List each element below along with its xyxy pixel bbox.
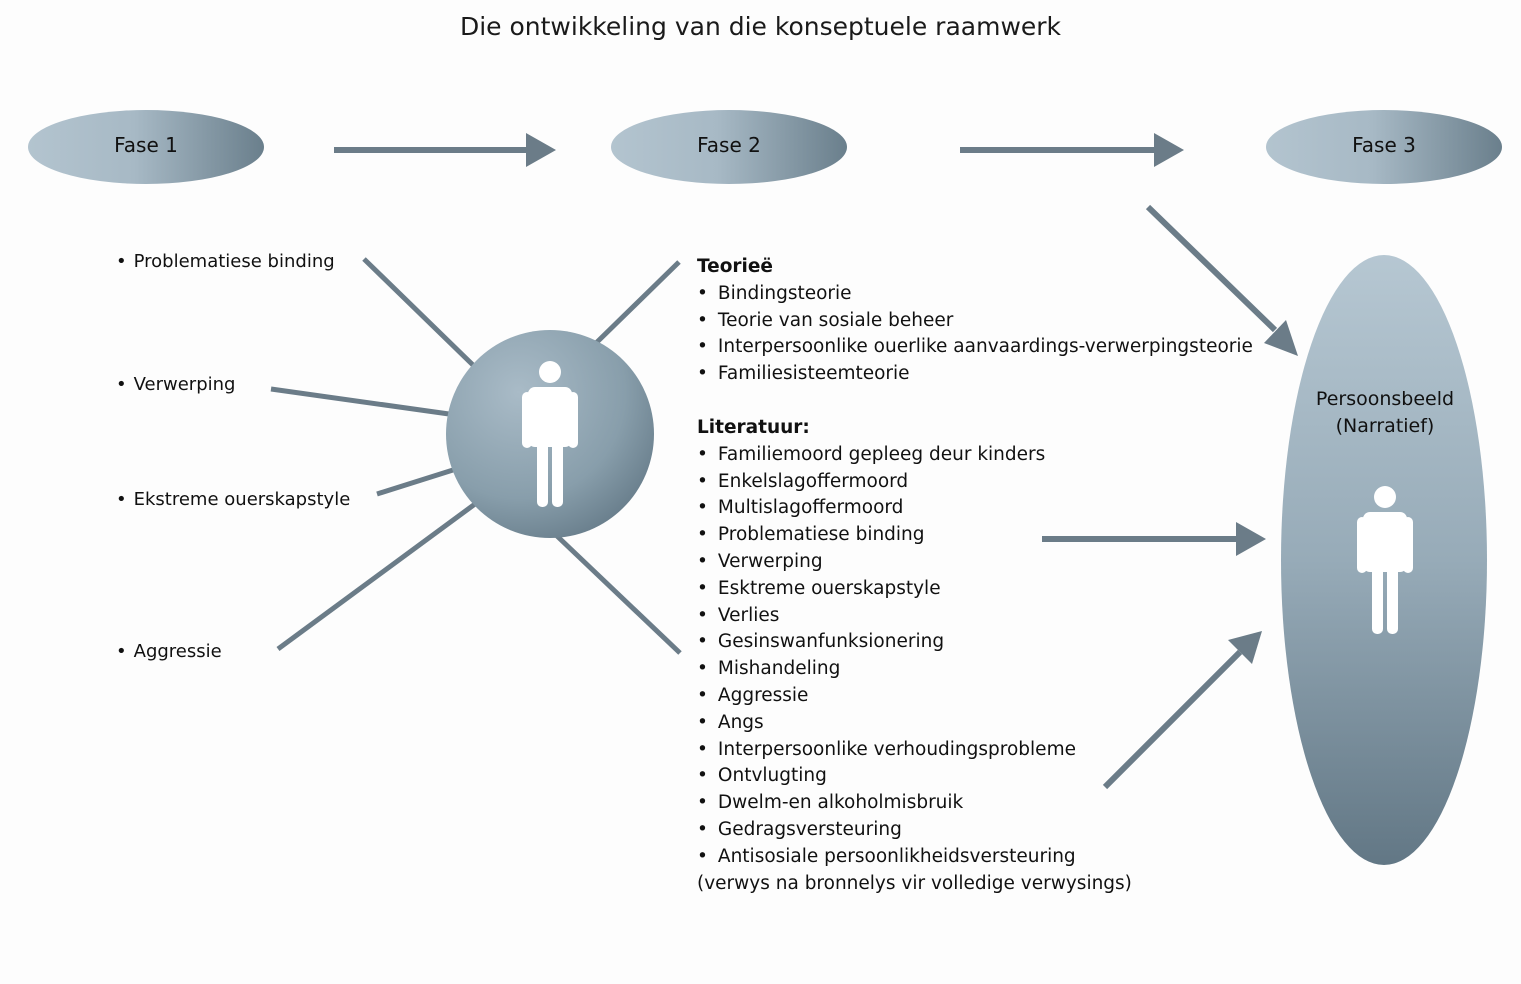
arrow-phase3-to-portrait xyxy=(1145,204,1298,356)
list-item: Familiemoord gepleeg deur kinders xyxy=(697,442,1253,469)
diagram-title: Die ontwikkeling van die konseptuele raa… xyxy=(459,12,1062,41)
list-item: Problematiese binding xyxy=(697,522,1253,549)
phase-1-label: Fase 1 xyxy=(114,133,178,157)
list-item: Gesinswanfunksionering xyxy=(697,629,1253,656)
phase1-item: Aggressie xyxy=(116,641,222,662)
spoke-problematic-bonding xyxy=(362,257,477,369)
list-item: Angs xyxy=(697,710,1253,737)
list-item: Interpersoonlike verhoudingsprobleme xyxy=(697,737,1253,764)
phase1-item: Ekstreme ouerskapstyle xyxy=(116,489,351,510)
theories-heading: Teorieë xyxy=(697,256,773,277)
phase-2-label: Fase 2 xyxy=(697,133,761,157)
phase-3-label: Fase 3 xyxy=(1352,133,1416,157)
phase-2-node xyxy=(611,110,847,184)
literature-list: Familiemoord gepleeg deur kinders Enkels… xyxy=(697,442,1253,871)
spoke-literature xyxy=(555,534,682,655)
list-item: Ontvlugting xyxy=(697,763,1253,790)
person-icon xyxy=(522,361,578,507)
list-item: Verlies xyxy=(697,603,1253,630)
portrait-label: Persoonsbeeld (Narratief) xyxy=(1282,386,1488,440)
list-item: Verwerping xyxy=(697,549,1253,576)
portrait-subtitle: (Narratief) xyxy=(1335,415,1435,437)
phase1-item: Verwerping xyxy=(116,374,236,395)
list-item: Esktreme ouerskapstyle xyxy=(697,576,1253,603)
arrow-phase1-to-phase2 xyxy=(334,133,556,167)
literature-heading: Literatuur: xyxy=(697,416,810,438)
spoke-rejection xyxy=(270,386,450,417)
phase-1-node xyxy=(28,110,264,184)
phase1-item: Problematiese binding xyxy=(116,251,335,272)
list-item: Bindingsteorie xyxy=(697,281,1253,308)
spoke-aggression xyxy=(276,501,477,652)
portrait-title: Persoonsbeeld xyxy=(1315,388,1455,410)
list-item: Aggressie xyxy=(697,683,1253,710)
theories-list: Bindingsteorie Teorie van sosiale beheer… xyxy=(697,281,1253,388)
list-item: Mishandeling xyxy=(697,656,1253,683)
list-item: Interpersoonlike ouerlike aanvaardings-v… xyxy=(697,334,1253,361)
list-item: Teorie van sosiale beheer xyxy=(697,308,1253,335)
person-icon xyxy=(1357,486,1413,634)
list-item: Familiesisteemteorie xyxy=(697,361,1253,388)
list-item: Enkelslagoffermoord xyxy=(697,469,1253,496)
arrow-phase2-to-phase3 xyxy=(960,133,1184,167)
list-item: Antisosiale persoonlikheidsversteuring xyxy=(697,844,1253,871)
hub-spokes xyxy=(270,257,682,655)
spoke-parenting-styles xyxy=(376,467,454,497)
list-item: Multislagoffermoord xyxy=(697,495,1253,522)
literature-note: (verwys na bronnelys vir volledige verwy… xyxy=(697,872,1132,894)
phase2-content: Teorieë Bindingsteorie Teorie van sosial… xyxy=(697,254,1253,897)
spoke-theories xyxy=(591,260,681,348)
list-item: Gedragsversteuring xyxy=(697,817,1253,844)
list-item: Dwelm-en alkoholmisbruik xyxy=(697,790,1253,817)
phase-3-node xyxy=(1266,110,1502,184)
